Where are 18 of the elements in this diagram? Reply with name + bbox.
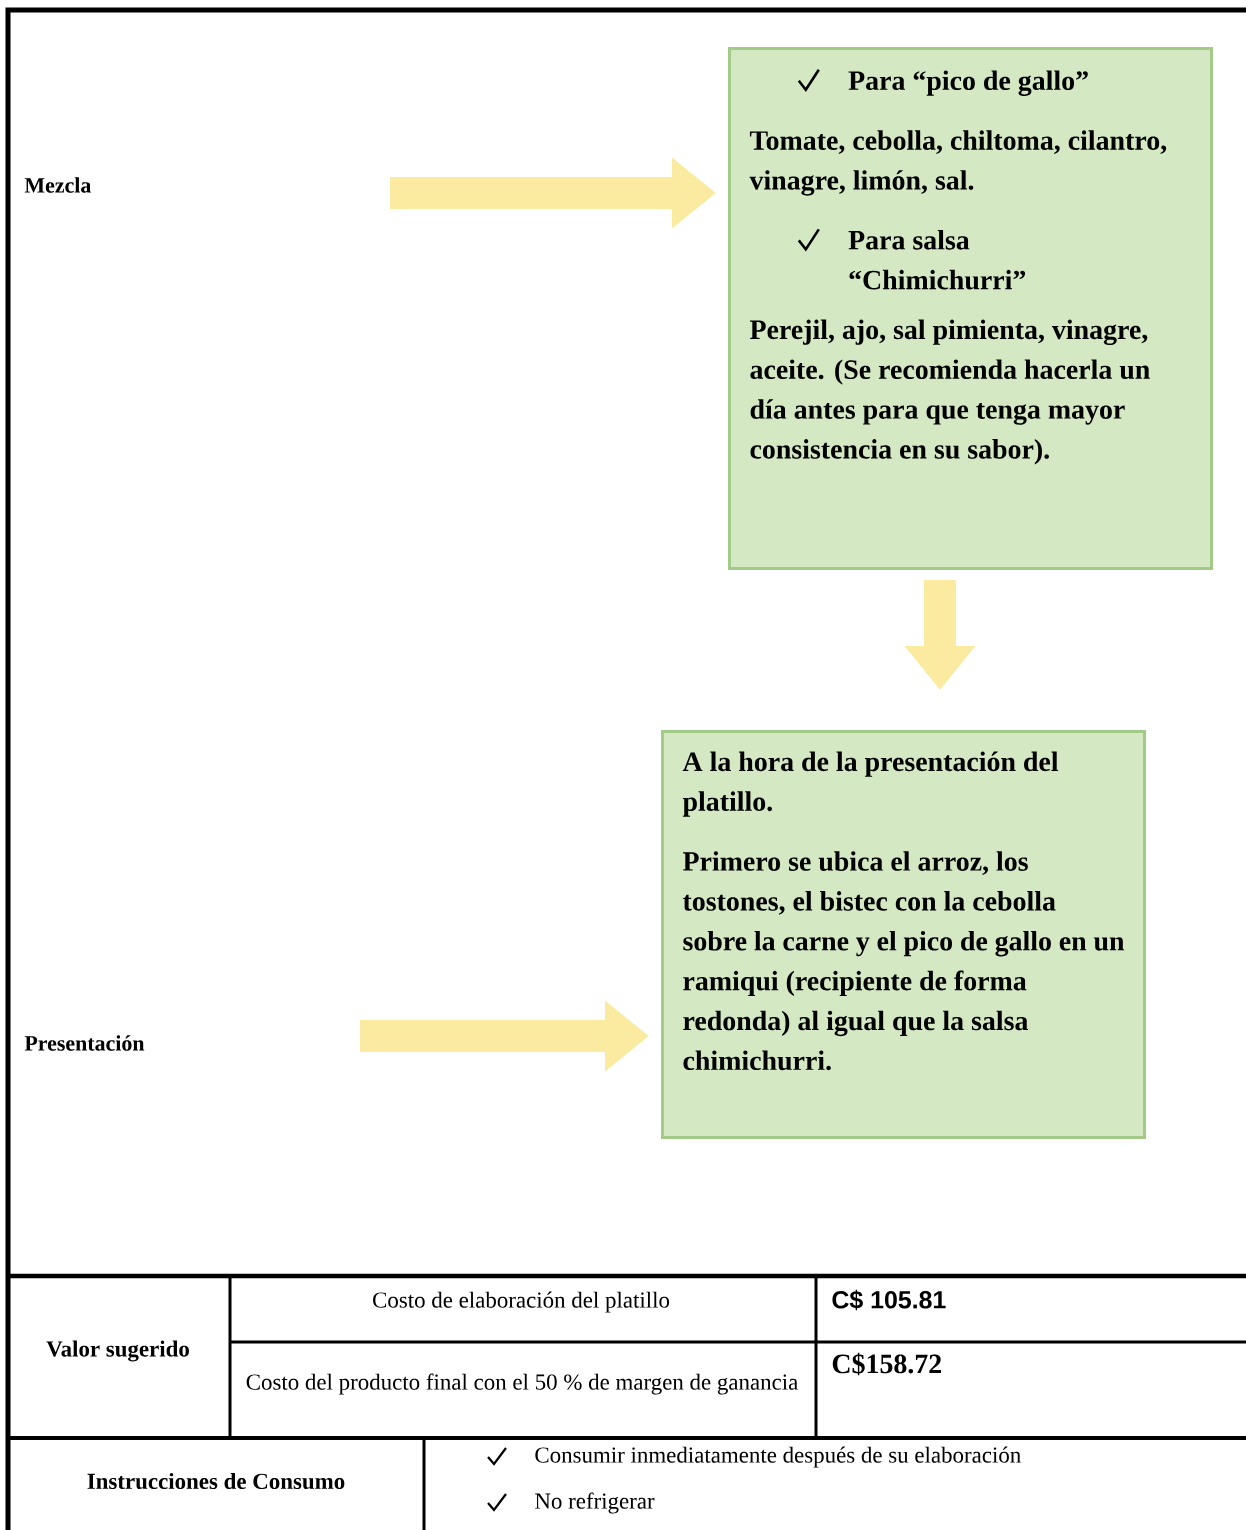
text-box — [728, 47, 1213, 570]
list-item: No refrigerar — [535, 1492, 655, 1514]
table-cell: Costo del producto final con el 50 % de margen de ganancia — [246, 1373, 798, 1395]
box-text: Perejil, ajo, sal pimienta, vinagre, aceite. (Se recomienda hacerla un día antes para que tenga mayor consistencia en su sabor). — [749, 319, 1150, 465]
table-cell: C$158.72 — [832, 1352, 941, 1376]
bullet-heading: Para salsa “Chimichurri” — [848, 230, 1026, 290]
table-cell: C$ 105.81 — [832, 1289, 946, 1311]
table-cell: Costo de elaboración del platillo — [373, 1291, 670, 1313]
box-text: A la hora de la presentación del platillo. — [682, 751, 1059, 817]
step-label: Presentación — [24, 1035, 145, 1051]
text-box — [661, 730, 1146, 1139]
step-label: Mezcla — [24, 177, 91, 193]
box-text: Primero se ubica el arroz, los tostones, el bistec con la cebolla sobre la carne y el pico de gallo en un ramiqui (recipiente de forma redonda) al igual que la salsa chimichurri. — [682, 851, 1125, 1071]
table-cell: Instrucciones de Consumo — [87, 1472, 345, 1490]
box-text: Tomate, cebolla, chiltoma, cilantro, vinagre, limón, sal. — [749, 130, 1167, 196]
bullet-heading: Para “pico de gallo” — [848, 70, 1088, 96]
list-item: Consumir inmediatamente después de su elaboración — [535, 1446, 1021, 1468]
table-cell: Valor sugerido — [46, 1340, 189, 1362]
